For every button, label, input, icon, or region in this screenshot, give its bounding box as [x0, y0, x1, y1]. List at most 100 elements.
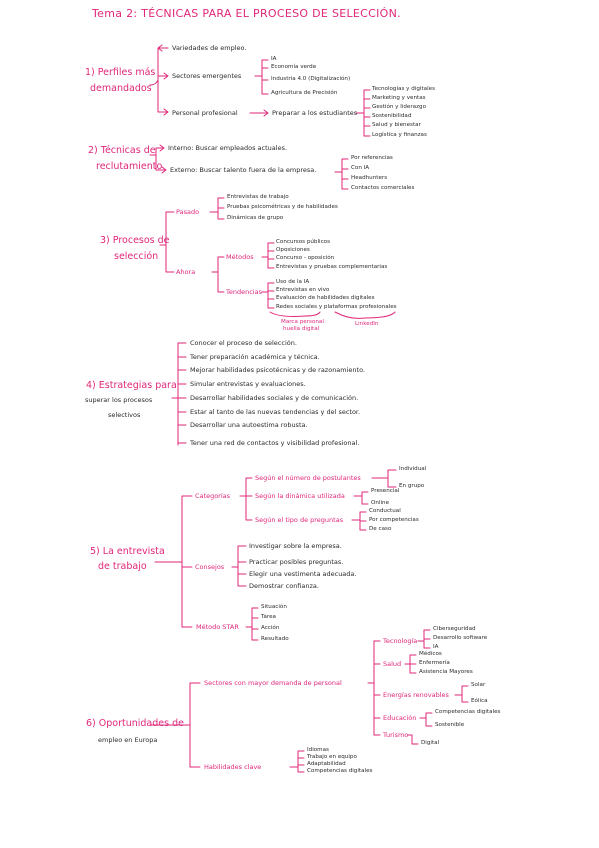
s1-variedades: Variedades de empleo. [172, 44, 247, 52]
s3-tendencia-item: Entrevistas en vivo [276, 287, 330, 293]
s1-personal: Personal profesional [172, 109, 238, 117]
s6-energias-item: Eólica [471, 698, 488, 704]
s3-pasado-item: Entrevistas de trabajo [227, 194, 289, 200]
s5-star-item: Acción [261, 625, 280, 631]
s5-consejos: Consejos [195, 563, 225, 571]
s6-habilidad-item: Competencias digitales [307, 768, 373, 774]
s6-tec-item: Ciberseguridad [433, 626, 476, 632]
s2-externo-item: Con IA [351, 165, 370, 171]
s6-habilidad-item: Idiomas [307, 747, 329, 753]
s1-preparar: Preparar a los estudiantes [272, 109, 358, 117]
s5-star-item: Resultado [261, 636, 289, 642]
s3-metodo-item: Concurso - oposición [276, 255, 335, 261]
s5-consejo-item: Investigar sobre la empresa. [249, 542, 342, 550]
s6-habilidades: Habilidades clave [204, 763, 262, 771]
s4-strategy-item: Desarrollar una autoestima robusta. [190, 421, 308, 429]
s4-strategy-item: Tener una red de contactos y visibilidad… [190, 439, 360, 447]
section-2-heading-line1: 2) Técnicas de [88, 145, 156, 156]
s3-metodos: Métodos [226, 253, 254, 261]
s4-strategy-item: Mejorar habilidades psicotécnicas y de r… [190, 366, 366, 374]
s6-educacion-item: Sostenible [435, 722, 465, 728]
s3-pasado-item: Dinámicas de grupo [227, 215, 284, 221]
s3-tendencia-item: Uso de la IA [276, 279, 310, 285]
page-title: Tema 2: TÉCNICAS PARA EL PROCESO DE SELE… [92, 7, 401, 20]
section-6-heading-line2: empleo en Europa [98, 736, 158, 744]
s6-turismo-item: Digital [421, 740, 440, 746]
s6-tec-item: Desarrollo software [433, 635, 488, 641]
s6-salud-item: Médicos [419, 651, 442, 657]
s1-sector-item: Agricultura de Precisión [271, 90, 338, 96]
section-6-heading-line1: 6) Oportunidades de [86, 718, 184, 729]
section-3-heading-line2: selección [114, 251, 159, 262]
s6-salud: Salud [383, 660, 402, 668]
s4-strategy-item: Tener preparación académica y técnica. [190, 353, 320, 361]
s5-cat2-item: Presencial [371, 488, 400, 494]
s6-sectores: Sectores con mayor demanda de personal [204, 679, 342, 687]
s3-tendencia-item: Evaluación de habilidades digitales [276, 295, 375, 301]
s2-externo: Externo: Buscar talento fuera de la empr… [170, 166, 317, 174]
section-2-heading-line2: reclutamiento [96, 161, 163, 172]
section-4-heading-line1: 4) Estrategias para [86, 380, 177, 391]
s5-cat3: Según el tipo de preguntas [255, 516, 344, 524]
section-4-heading-line2: superar los procesos [85, 396, 153, 404]
s3-pasado: Pasado [176, 208, 200, 216]
s2-externo-item: Por referencias [351, 155, 393, 161]
s5-consejo-item: Practicar posibles preguntas. [249, 558, 344, 566]
s1-area-item: Logística y finanzas [372, 132, 427, 138]
s5-cat2-item: Online [371, 500, 390, 506]
s1-sectores: Sectores emergentes [172, 72, 242, 80]
s3-pasado-item: Pruebas psicométricas y de habilidades [227, 204, 338, 210]
s5-cat1: Según el número de postulantes [255, 474, 361, 482]
s6-habilidad-item: Adaptabilidad [307, 761, 346, 767]
section-5-heading-line1: 5) La entrevista [90, 546, 165, 557]
s5-cat1-item: En grupo [399, 483, 425, 489]
s6-energias: Energías renovables [383, 691, 449, 699]
s6-salud-item: Asistencia Mayores [419, 669, 473, 675]
s6-educacion-item: Competencias digitales [435, 709, 501, 715]
s6-tecnologia: Tecnología [383, 637, 418, 645]
s6-tec-item: IA [433, 644, 439, 650]
s5-consejo-item: Elegir una vestimenta adecuada. [249, 570, 357, 578]
s1-area-item: Tecnologías y digitales [372, 86, 435, 92]
s1-sector-item: IA [271, 56, 277, 62]
s4-strategy-item: Simular entrevistas y evaluaciones. [190, 380, 306, 388]
s4-strategy-item: Desarrollar habilidades sociales y de co… [190, 394, 359, 402]
s3-metodo-item: Oposiciones [276, 247, 310, 253]
s6-salud-item: Enfermería [419, 660, 450, 666]
s1-area-item: Gestión y liderazgo [372, 104, 427, 110]
s3-tendencias: Tendencias [226, 288, 262, 296]
s5-cat3-item: Por competencias [369, 517, 419, 523]
s6-educacion: Educación [383, 714, 417, 722]
s3-metodo-item: Concursos públicos [276, 239, 330, 245]
s5-cat2: Según la dinámica utilizada [255, 492, 345, 500]
s5-consejo-item: Demostrar confianza. [249, 582, 319, 590]
s3-note-linkedin: LinkedIn [355, 321, 379, 327]
s3-note-huella: huella digital [283, 326, 320, 332]
s2-externo-item: Headhunters [351, 175, 388, 181]
s2-externo-item: Contactos comerciales [351, 185, 415, 191]
section-4-heading-line3: selectivos [108, 411, 141, 419]
s6-habilidad-item: Trabajo en equipo [307, 754, 357, 760]
s5-metodo-star: Método STAR [196, 623, 239, 631]
s4-strategy-item: Conocer el proceso de selección. [190, 339, 297, 347]
s5-star-item: Situación [261, 604, 287, 610]
s3-ahora: Ahora [176, 268, 196, 276]
s6-turismo: Turismo [383, 731, 409, 739]
s3-metodo-item: Entrevistas y pruebas complementarias [276, 264, 388, 270]
s1-area-item: Sostenibilidad [372, 113, 412, 119]
s5-categorias: Categorías [195, 492, 231, 500]
s5-cat1-item: Individual [399, 466, 427, 472]
s5-cat3-item: De caso [369, 526, 392, 532]
section-1-heading-line1: 1) Perfiles más [85, 67, 156, 78]
s6-energias-item: Solar [471, 682, 486, 688]
s1-area-item: Salud y bienestar [372, 122, 421, 128]
s1-sector-item: Economía verde [271, 64, 317, 70]
s4-strategy-item: Estar al tanto de las nuevas tendencias … [190, 408, 361, 416]
s1-sector-item: Industria 4.0 (Digitalización) [271, 76, 351, 82]
s1-area-item: Marketing y ventas [372, 95, 426, 101]
s3-note-marca: Marca personal [281, 319, 324, 325]
s2-interno: Interno: Buscar empleados actuales. [168, 144, 288, 152]
section-3-heading-line1: 3) Procesos de [100, 235, 170, 246]
